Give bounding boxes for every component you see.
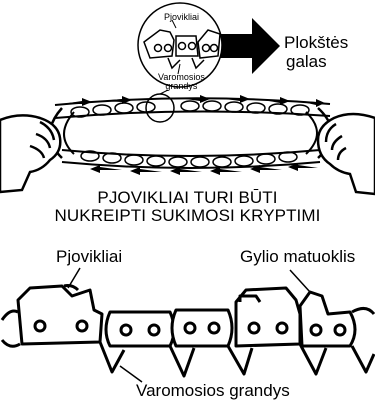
leader-drive-links — [120, 366, 142, 382]
label-depth-gauge: Gylio matuoklis — [240, 248, 355, 266]
label-cutters: Pjovikliai — [56, 248, 122, 266]
label-drive-links: Varomosios grandys — [136, 382, 290, 400]
leader-depth-gauge — [290, 270, 310, 292]
leader-cutters — [68, 268, 80, 288]
